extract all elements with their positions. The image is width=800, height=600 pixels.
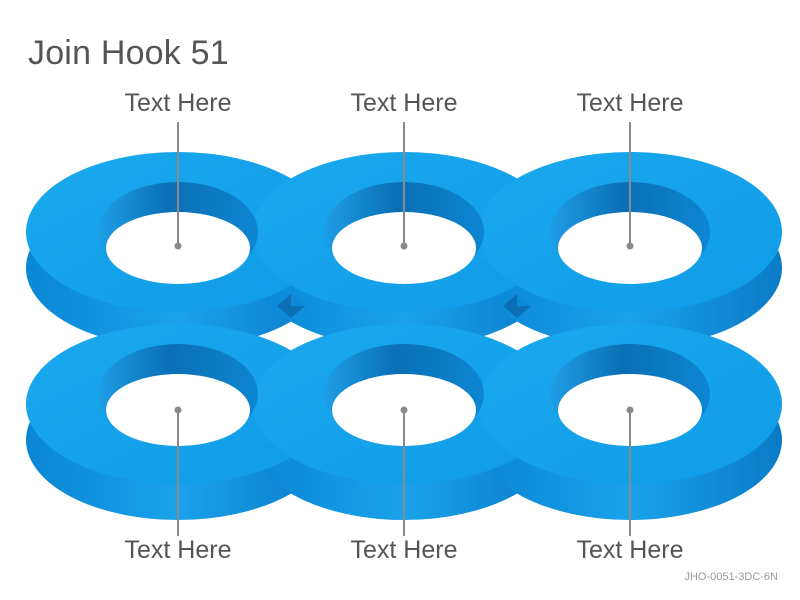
- leaders-bottom: [174, 406, 634, 536]
- label-bottom-3: Text Here: [576, 536, 684, 564]
- label-top-1: Text Here: [124, 89, 232, 117]
- label-top-2: Text Here: [350, 89, 458, 117]
- label-bottom-2: Text Here: [350, 536, 458, 564]
- page-title: Join Hook 51: [28, 34, 229, 72]
- label-bottom-1: Text Here: [124, 536, 232, 564]
- product-code: JHO-0051-3DC-6N: [684, 571, 778, 583]
- join-hooks: [277, 294, 531, 318]
- label-top-3: Text Here: [576, 89, 684, 117]
- leaders-top: [174, 122, 634, 250]
